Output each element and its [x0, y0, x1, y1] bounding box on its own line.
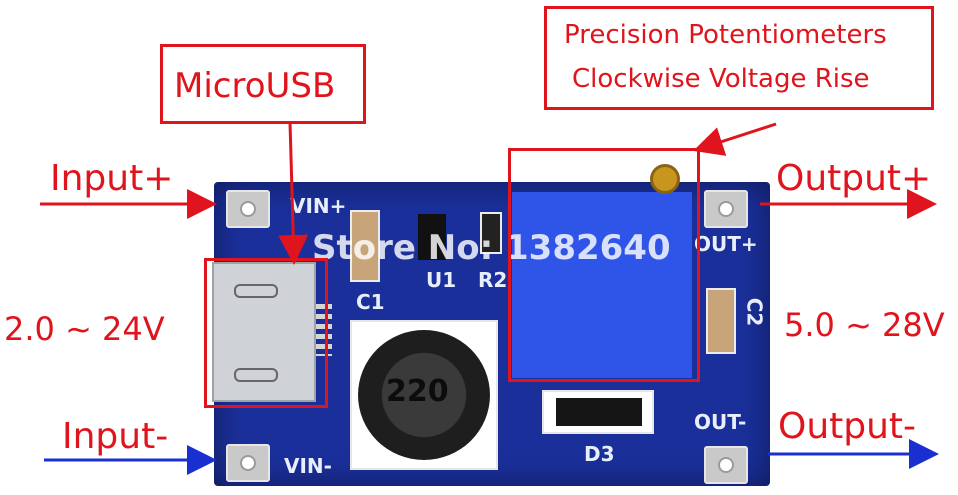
chip-u1 [418, 214, 446, 260]
inductor: 220 [350, 320, 498, 470]
out-minus-pad [704, 446, 748, 484]
resistor-r2 [480, 212, 502, 254]
inductor-label: 220 [386, 374, 449, 409]
output-plus-label: Output+ [776, 158, 932, 199]
output-range-label: 5.0 ~ 28V [784, 306, 945, 344]
diode-body [556, 398, 642, 426]
input-plus-label: Input+ [50, 158, 174, 199]
silk-vin-minus: VIN- [284, 454, 332, 478]
out-plus-pad [704, 190, 748, 228]
silk-out-minus: OUT- [694, 410, 747, 434]
silk-out-plus: OUT+ [694, 232, 758, 256]
usb-pins [316, 304, 332, 356]
microusb-label: MicroUSB [174, 66, 336, 106]
silk-vin-plus: VIN+ [290, 194, 347, 218]
silk-c2: C2 [742, 297, 767, 327]
trimmer-potentiometer [512, 164, 692, 378]
output-minus-label: Output- [778, 406, 917, 447]
capacitor-c2 [706, 288, 736, 354]
silk-r2: R2 [478, 268, 508, 292]
potentiometer-highlight-box [508, 148, 700, 382]
vin-minus-pad [226, 444, 270, 482]
usb-slot-top [234, 284, 278, 298]
microusb-callout [160, 44, 366, 124]
diode-d3 [542, 390, 654, 434]
input-minus-label: Input- [62, 416, 169, 457]
silk-u1: U1 [426, 268, 457, 292]
microusb-connector [212, 262, 316, 402]
silk-c1: C1 [356, 290, 385, 314]
vin-plus-pad [226, 190, 270, 228]
trimmer-screw [650, 164, 680, 194]
potentiometer-pointer [693, 122, 777, 156]
potentiometer-label-1: Precision Potentiometers [564, 20, 887, 50]
usb-slot-bottom [234, 368, 278, 382]
potentiometer-label-2: Clockwise Voltage Rise [572, 64, 870, 94]
inductor-core [358, 330, 490, 460]
microusb-highlight-box [204, 258, 328, 408]
potentiometer-callout [544, 6, 934, 110]
input-range-label: 2.0 ~ 24V [4, 310, 165, 348]
silk-d3: D3 [584, 442, 615, 466]
capacitor-c1 [350, 210, 380, 282]
store-watermark: Store No: 1382640 [312, 228, 671, 268]
